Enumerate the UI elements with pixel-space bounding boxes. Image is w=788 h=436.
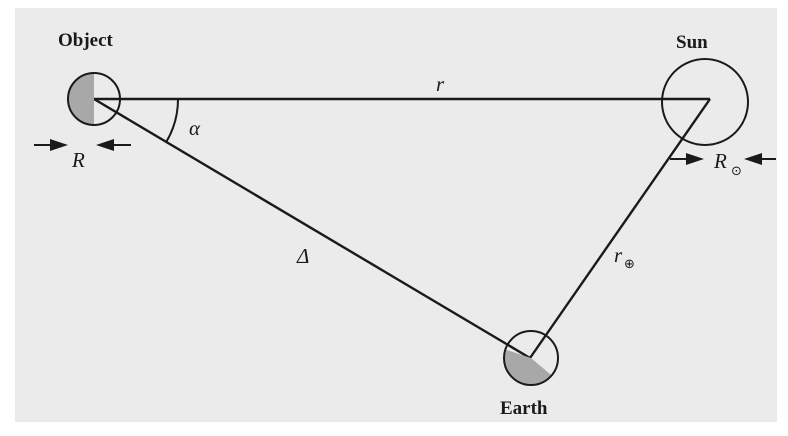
diagram-background	[15, 8, 777, 422]
phase-angle-arc	[165, 98, 180, 143]
earth-label: Earth	[500, 398, 548, 419]
object-radius-left-arrowhead	[50, 139, 68, 151]
object-radius-label: R	[71, 148, 85, 172]
object-shaded-half	[68, 73, 94, 125]
sun-radius-subscript: ⊙	[731, 164, 742, 179]
object-radius-right-arrowhead	[96, 139, 114, 151]
side-object-earth-label: Δ	[296, 244, 309, 268]
side-sun-earth-subscript: ⊕	[624, 257, 635, 272]
object-body	[67, 72, 121, 126]
earth-body	[503, 330, 559, 386]
object-label: Object	[58, 30, 114, 51]
earth-outline	[503, 330, 559, 386]
object-outline	[67, 72, 121, 126]
sun-label: Sun	[676, 32, 708, 53]
sun-outline	[661, 58, 749, 146]
side-object-sun-label: r	[436, 72, 445, 96]
sun-radius-left-arrowhead	[686, 153, 704, 165]
earth-shaded-sector	[503, 349, 552, 386]
side-sun-earth-label: r	[614, 243, 623, 267]
sun-radius-arrows	[670, 153, 776, 165]
phase-angle-label: α	[189, 116, 201, 140]
sun-radius-right-arrowhead	[744, 153, 762, 165]
sun-radius-label: R	[713, 149, 727, 173]
object-radius-arrows	[34, 139, 131, 151]
side-sun-earth	[529, 98, 711, 359]
